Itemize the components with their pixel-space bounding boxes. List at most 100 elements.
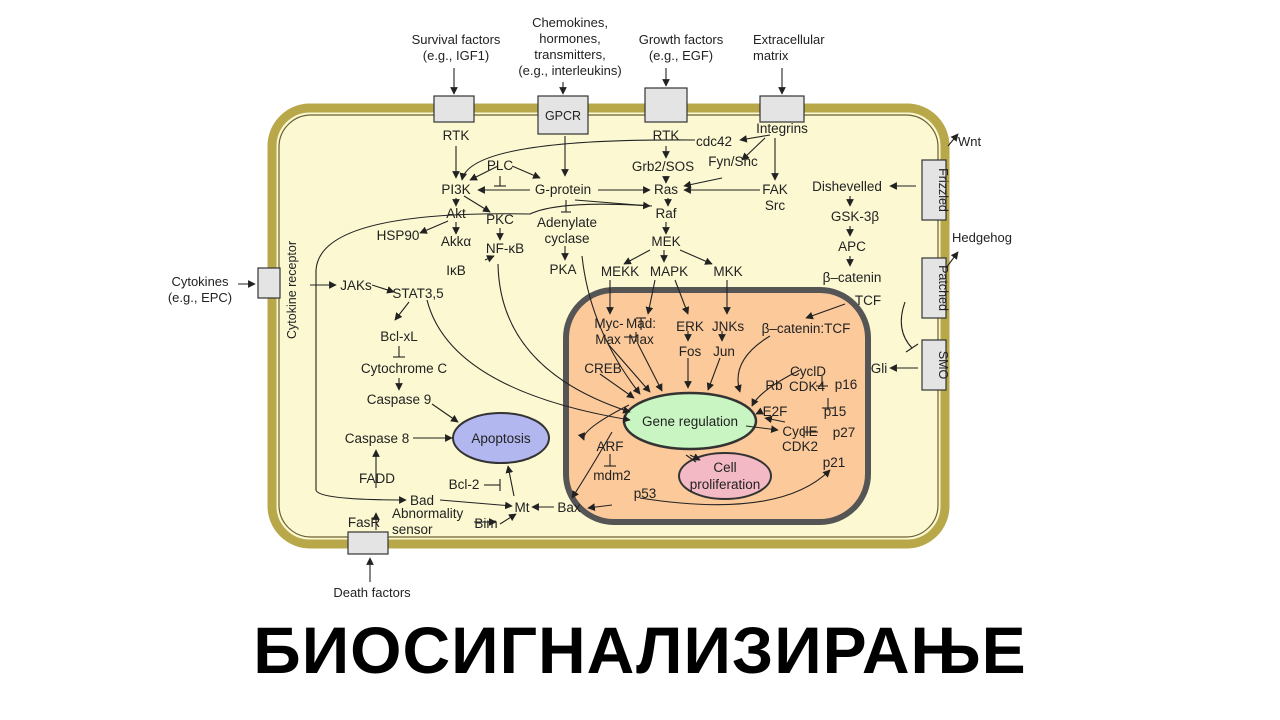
dishevelled-label: Dishevelled (812, 179, 882, 194)
plc-label: PLC (487, 158, 514, 173)
chemokines-label-1: Chemokines, (532, 15, 608, 30)
survival-factors-example: (e.g., IGF1) (423, 48, 489, 63)
rtk-right-label: RTK (653, 128, 680, 143)
p21-label: p21 (823, 455, 846, 470)
mkk-label: MKK (713, 264, 742, 279)
growth-factors-label: Growth factors (639, 32, 724, 47)
gene-regulation-label: Gene regulation (642, 414, 738, 429)
patched-label: Patched (936, 265, 950, 311)
hedgehog-label: Hedgehog (952, 230, 1012, 245)
bcatenin-label: β–catenin (823, 270, 882, 285)
adenylate-cyclase-label-2: cyclase (544, 231, 589, 246)
stat-label: STAT3,5 (392, 286, 443, 301)
g-protein-label: G-protein (535, 182, 591, 197)
ikb-label: IκB (446, 263, 466, 278)
death-factors-label: Death factors (333, 585, 411, 600)
rb-label: Rb (765, 378, 782, 393)
chemokines-label-4: (e.g., interleukins) (518, 63, 621, 78)
pathway-arrows (238, 68, 959, 582)
erk-label: ERK (676, 319, 704, 334)
chemokines-label-3: transmitters, (534, 47, 606, 62)
mek-label: MEK (651, 234, 680, 249)
frizzled-label: Frizzled (936, 168, 950, 212)
caspase8-label: Caspase 8 (345, 431, 410, 446)
cytoplasm-molecules: RTK RTK Integrins cdc42 PLC G-protein PI… (340, 121, 887, 537)
integrins-label: Integrins (756, 121, 808, 136)
bad-label: Bad (410, 493, 434, 508)
cycle-label: CyclE (782, 424, 817, 439)
pi3k-label: PI3K (441, 182, 470, 197)
bim-label: Bim (474, 516, 497, 531)
cdk4-label: CDK4 (789, 379, 826, 394)
patched-receptor (921, 257, 947, 319)
p15-label: p15 (824, 404, 847, 419)
bcl2-label: Bcl-2 (449, 477, 480, 492)
apc-label: APC (838, 239, 866, 254)
fadd-label: FADD (359, 471, 395, 486)
apoptosis-label: Apoptosis (471, 431, 531, 446)
wnt-label: Wnt (958, 134, 982, 149)
bax-label: Bax (557, 500, 581, 515)
cycld-label: CyclD (790, 364, 826, 379)
creb-label: CREB (584, 361, 622, 376)
gsk3b-label: GSK-3β (831, 209, 880, 224)
ecm-label-1: Extracellular (753, 32, 825, 47)
page-title: БИОСИГНАЛИЗИРАЊЕ (253, 613, 1027, 687)
apoptosis-node (452, 412, 550, 464)
mdm2-label: mdm2 (593, 468, 631, 483)
smo-receptor (921, 339, 947, 391)
cytokines-label: Cytokines (171, 274, 229, 289)
external-signals: Survival factors (e.g., IGF1) Chemokines… (168, 15, 1012, 600)
cell-proliferation-label-1: Cell (713, 460, 736, 475)
abnormality-sensor-label-1: Abnormality (392, 506, 464, 521)
rtk-left-label: RTK (443, 128, 470, 143)
mekk-label: MEKK (601, 264, 639, 279)
nucleus-molecules: MEKK MAPK MKK Myc- Max Mad: Max ERK Fos … (584, 264, 857, 501)
myc-max-label: Max (595, 332, 621, 347)
tcf-label: TCF (855, 293, 881, 308)
abnormality-sensor-label-2: sensor (392, 522, 433, 537)
cytokines-example: (e.g., EPC) (168, 290, 232, 305)
jun-label: Jun (713, 344, 735, 359)
adenylate-cyclase-label-1: Adenylate (537, 215, 597, 230)
fasr-label: FasR (348, 515, 381, 530)
mapk-label: MAPK (650, 264, 688, 279)
p53-label: p53 (634, 486, 657, 501)
cell-proliferation-label-2: proliferation (690, 477, 761, 492)
mt-label: Mt (515, 500, 530, 515)
chemokines-label-2: hormones, (539, 31, 600, 46)
growth-factors-example: (e.g., EGF) (649, 48, 713, 63)
smo-label: SMO (936, 351, 950, 380)
survival-factors-label: Survival factors (412, 32, 501, 47)
bclxl-label: Bcl-xL (380, 329, 418, 344)
cytochrome-c-label: Cytochrome C (361, 361, 448, 376)
gli-label: Gli (871, 361, 888, 376)
nfkb-label: NF-κB (486, 241, 524, 256)
fak-label: FAK (762, 182, 788, 197)
frizzled-receptor (921, 159, 947, 221)
jnks-label: JNKs (712, 319, 745, 334)
cdc42-label: cdc42 (696, 134, 732, 149)
cdk2-label: CDK2 (782, 439, 818, 454)
fasr-receptor (347, 531, 389, 555)
inhibition-marks (393, 176, 919, 491)
mad-max-label: Max (628, 332, 654, 347)
p27-label: p27 (833, 425, 856, 440)
e2f-label: E2F (763, 404, 788, 419)
cell-proliferation-node (678, 452, 772, 500)
cell-membrane-inner-line (278, 114, 939, 538)
mad-label: Mad: (626, 316, 656, 331)
cytokine-receptor-box (257, 267, 281, 299)
bcatenin-tcf-label: β–catenin:TCF (762, 321, 851, 336)
ecm-label-2: matrix (753, 48, 789, 63)
grb2-sos-label: Grb2/SOS (632, 159, 694, 174)
p16-label: p16 (835, 377, 858, 392)
src-label: Src (765, 198, 786, 213)
rtk-left-receptor (433, 95, 475, 123)
pka-label: PKA (549, 262, 576, 277)
akt-label: Akt (446, 206, 466, 221)
caspase9-label: Caspase 9 (367, 392, 432, 407)
fos-label: Fos (679, 344, 702, 359)
raf-label: Raf (655, 206, 676, 221)
